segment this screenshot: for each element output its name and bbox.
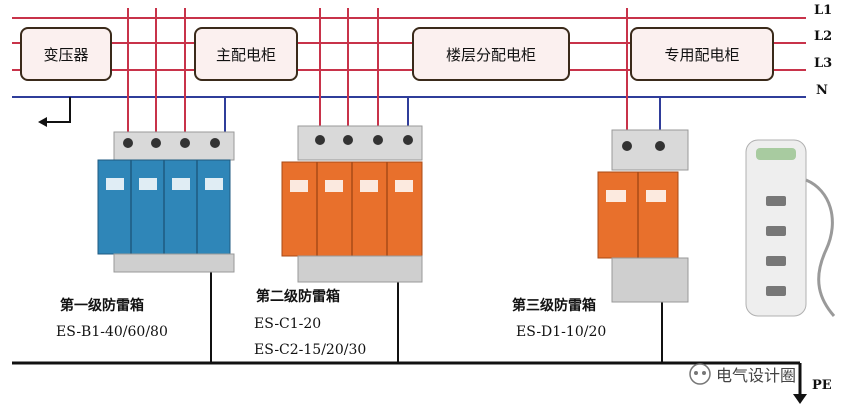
box-transformer: 变压器 — [20, 27, 112, 81]
box-floor-cabinet: 楼层分配电柜 — [412, 27, 570, 81]
watermark-text: 电气设计圈 — [716, 366, 797, 385]
watermark-icon — [689, 363, 711, 385]
stage-2-model-2: ES-C2-15/20/30 — [254, 342, 367, 358]
box-main-cabinet: 主配电柜 — [194, 27, 298, 81]
stage-3-title: 第三级防雷箱 — [512, 298, 596, 314]
transformer-neutral-lead — [44, 97, 71, 123]
spd-stage-1 — [97, 131, 235, 273]
label-n: N — [816, 83, 828, 98]
spd-stage-3 — [597, 129, 689, 303]
label-pe: PE — [812, 378, 832, 393]
stage-2-model-1: ES-C1-20 — [254, 316, 322, 332]
stage-1-title: 第一级防雷箱 — [60, 298, 144, 314]
stage-2-title: 第二级防雷箱 — [256, 289, 340, 305]
label-l2: L2 — [814, 29, 833, 44]
transformer-arrow-icon — [38, 117, 47, 127]
power-strip-image — [745, 139, 836, 317]
drop-lines-stage-1 — [127, 8, 186, 132]
spd-stage-2 — [281, 125, 423, 283]
box-special-cabinet: 专用配电柜 — [630, 27, 774, 81]
label-l3: L3 — [814, 56, 833, 71]
pe-arrow-icon — [793, 394, 807, 404]
label-l1: L1 — [814, 3, 833, 18]
drop-lines-stage-2 — [319, 8, 379, 126]
stage-3-model: ES-D1-10/20 — [516, 324, 607, 340]
stage-1-model: ES-B1-40/60/80 — [56, 324, 168, 340]
